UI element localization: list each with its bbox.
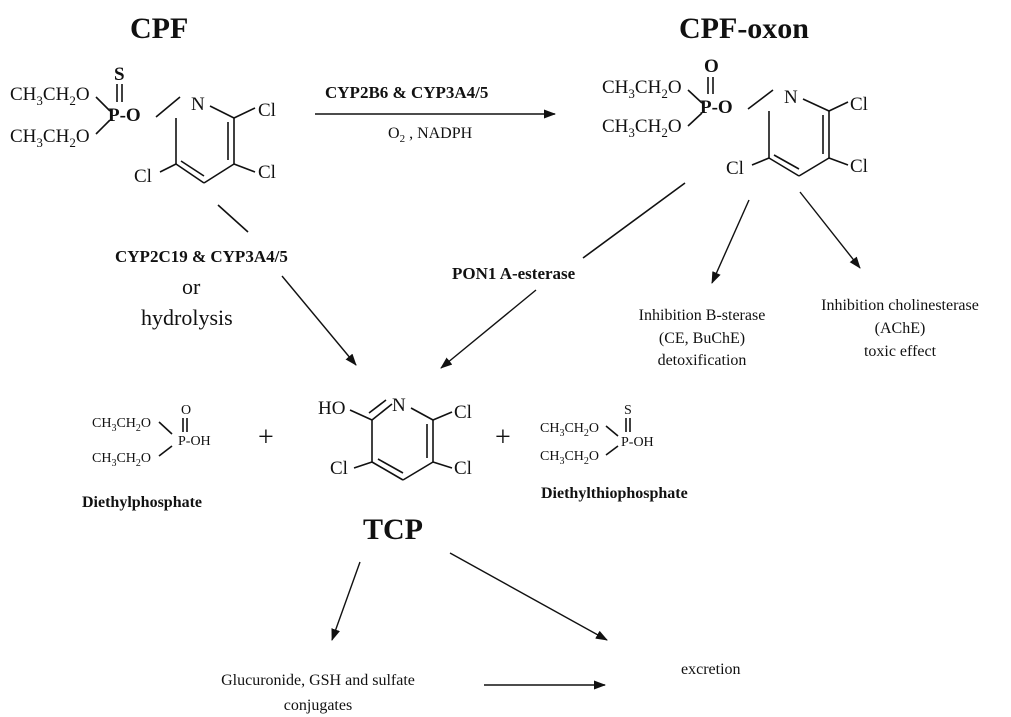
hydrolysis-enzymes-label: CYP2C19 & CYP3A4/5 xyxy=(115,247,288,266)
cpf-cl-1: Cl xyxy=(258,100,276,121)
cpf-ring-bond xyxy=(175,163,205,184)
cpf-cl-2: Cl xyxy=(258,162,276,183)
hydrolysis-arrow-tail xyxy=(217,204,249,233)
oxon-cl-bond xyxy=(828,157,849,166)
tcp-ring-bond-double xyxy=(368,399,387,414)
oxon-oxygen: O xyxy=(704,56,719,77)
cpf-po-bond-top xyxy=(95,96,111,112)
diethylphosphate-label: Diethylphosphate xyxy=(82,494,202,511)
tcp-ring-bond xyxy=(402,461,434,481)
cpf-ethoxy-top: CH3CH2O xyxy=(10,84,90,108)
cpf-oxon-structure: CH3CH2O CH3CH2O O P-O N Cl Cl Cl xyxy=(602,56,868,179)
esterase-arrow-tail xyxy=(582,182,686,259)
tcp-cl-2: Cl xyxy=(454,458,472,479)
cpf-cl-bond xyxy=(233,107,256,119)
oxon-ethoxy-bottom: CH3CH2O xyxy=(602,116,682,140)
esterase-label: PON1 A-esterase xyxy=(452,264,576,283)
diethylthiophosphate-label: Diethylthiophosphate xyxy=(541,485,688,502)
cpf-structure: CH3CH2O CH3CH2O S P-O N Cl Cl Cl xyxy=(10,64,276,187)
cpf-phosphorus: P-O xyxy=(108,105,141,126)
b-esterase-line-2: (CE, BuChE) xyxy=(659,330,745,347)
oxon-ethoxy-top: CH3CH2O xyxy=(602,77,682,101)
hydrolysis-or-label: or xyxy=(182,274,201,299)
cpf-ethoxy-bottom: CH3CH2O xyxy=(10,126,90,150)
hydrolysis-word-label: hydrolysis xyxy=(141,305,233,330)
cpf-ring-bond-double xyxy=(180,160,205,177)
oxon-cl-bond xyxy=(751,157,770,166)
oxon-cl-1: Cl xyxy=(850,94,868,115)
tcp-cl-bond xyxy=(432,461,453,469)
cholinesterase-line-3: toxic effect xyxy=(864,343,937,360)
detp-bond-bottom xyxy=(605,445,619,456)
detp-ethoxy-bottom: CH3CH2O xyxy=(540,449,599,467)
cpf-cl-bond xyxy=(233,163,256,173)
cpf-cl-bond xyxy=(159,163,177,173)
diethylthiophosphate-structure: CH3CH2O CH3CH2O S P-OH xyxy=(540,403,654,467)
oxon-ring-bond xyxy=(747,89,774,110)
diethylphosphate-structure: CH3CH2O CH3CH2O O P-OH xyxy=(92,403,211,469)
oxon-po-bond-top xyxy=(687,89,703,104)
detp-sulfur: S xyxy=(624,403,632,418)
tcp-ho-bond xyxy=(349,409,373,421)
oxon-ring-bond xyxy=(802,98,830,112)
plus-right: + xyxy=(495,422,511,453)
oxon-ring-bond-double xyxy=(773,154,800,170)
tcp-title: TCP xyxy=(363,513,423,546)
oxidation-enzymes-label: CYP2B6 & CYP3A4/5 xyxy=(325,83,488,102)
tcp-cl-bond xyxy=(432,411,453,421)
b-esterase-line-1: Inhibition B-sterase xyxy=(639,307,766,324)
oxon-ring-n: N xyxy=(784,87,798,108)
oxon-cl-bond xyxy=(828,101,849,112)
tcp-cl-3: Cl xyxy=(330,458,348,479)
tcp-cl-1: Cl xyxy=(454,402,472,423)
oxon-cl-2: Cl xyxy=(850,156,868,177)
tcp-ring-bond xyxy=(371,461,404,481)
tcp-ho: HO xyxy=(318,398,345,419)
conjugates-line-1: Glucuronide, GSH and sulfate xyxy=(221,672,415,689)
detp-ethoxy-top: CH3CH2O xyxy=(540,421,599,439)
cpf-title: CPF xyxy=(130,12,188,45)
oxidation-cofactors-label: O2 , NADPH xyxy=(388,125,473,145)
tcp-structure: HO N Cl Cl Cl xyxy=(318,395,472,481)
excretion-label: excretion xyxy=(681,661,741,678)
cholinesterase-arrow xyxy=(799,191,861,269)
conjugates-line-2: conjugates xyxy=(284,697,352,714)
tcp-ring-bond-double xyxy=(377,458,404,474)
cpf-ring-n: N xyxy=(191,94,205,115)
plus-left: + xyxy=(258,422,274,453)
cpf-ring-bond xyxy=(209,105,235,119)
tcp-to-conjugates-arrow xyxy=(331,561,361,641)
tcp-ring-n: N xyxy=(392,395,406,416)
tcp-ring-bond xyxy=(371,403,393,421)
dep-bond-bottom xyxy=(158,445,173,457)
cpf-po-bond-bottom xyxy=(95,119,111,135)
dep-ethoxy-top: CH3CH2O xyxy=(92,416,151,434)
oxon-cl-3: Cl xyxy=(726,158,744,179)
oxon-po-bond-bottom xyxy=(687,112,703,127)
oxon-phosphorus: P-O xyxy=(700,97,733,118)
cholinesterase-line-1: Inhibition cholinesterase xyxy=(821,297,979,314)
hydrolysis-arrow xyxy=(281,275,357,366)
dep-bond-top xyxy=(158,421,173,435)
esterase-arrow xyxy=(440,289,537,369)
oxon-ring-bond xyxy=(768,157,800,177)
cpf-sulfur: S xyxy=(114,64,125,85)
tcp-cl-bond xyxy=(353,461,373,469)
cpf-cl-3: Cl xyxy=(134,166,152,187)
tcp-to-excretion-arrow xyxy=(449,552,608,641)
detp-p-oh: P-OH xyxy=(621,435,654,450)
b-esterase-arrow xyxy=(711,199,750,284)
dep-ethoxy-bottom: CH3CH2O xyxy=(92,451,151,469)
oxon-ring-bond xyxy=(798,157,830,177)
tcp-ring-bond xyxy=(410,407,434,421)
detp-bond-top xyxy=(605,425,619,437)
b-esterase-line-3: detoxification xyxy=(658,352,747,369)
cpf-oxon-title: CPF-oxon xyxy=(679,12,809,45)
dep-oxygen: O xyxy=(181,403,191,418)
cpf-ring-bond xyxy=(155,96,181,118)
cholinesterase-line-2: (AChE) xyxy=(875,320,926,337)
dep-p-oh: P-OH xyxy=(178,434,211,449)
cpf-ring-bond xyxy=(203,163,235,184)
